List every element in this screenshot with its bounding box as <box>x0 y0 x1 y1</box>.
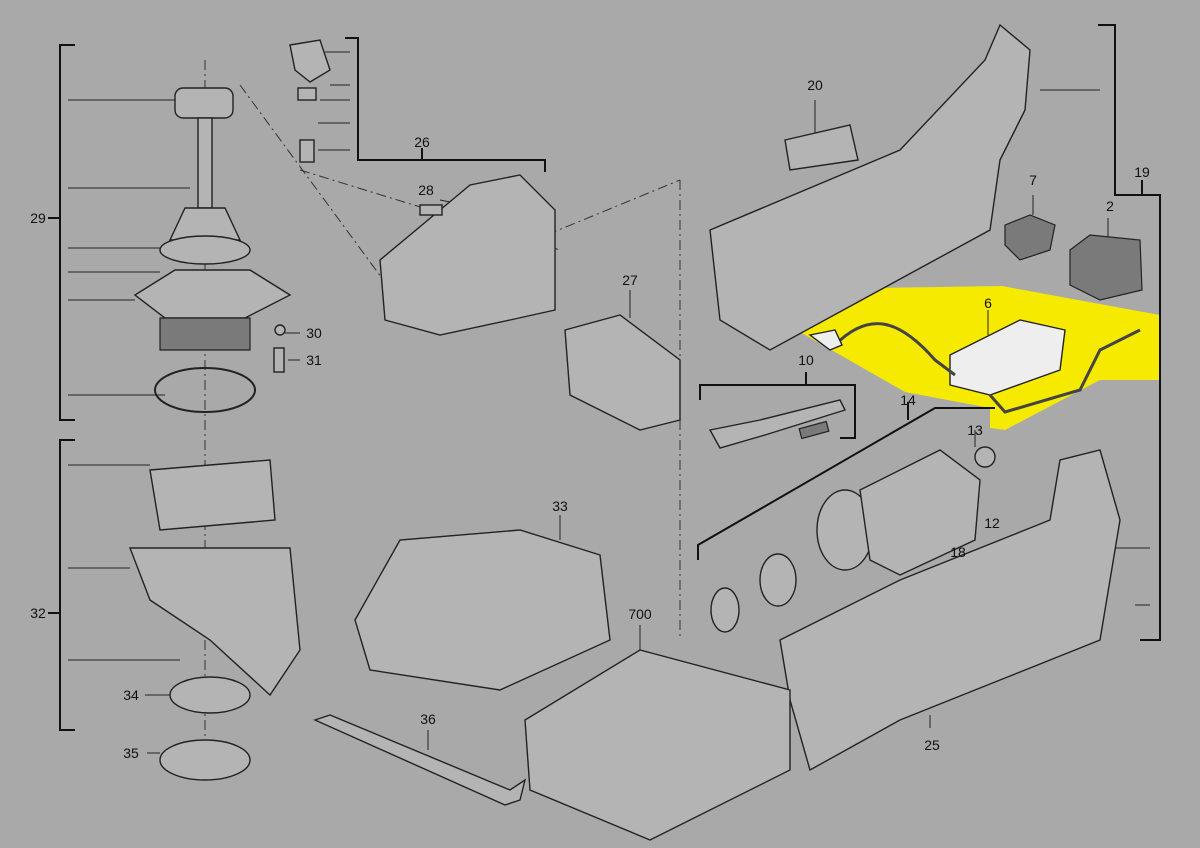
callout-2: 2 <box>1106 198 1114 214</box>
callout-25: 25 <box>924 737 940 753</box>
bracket-lines <box>48 24 1161 731</box>
part-27-armature <box>564 314 681 431</box>
part-guards <box>128 459 611 697</box>
callout-36: 36 <box>420 711 436 727</box>
part-29-spindle-assembly <box>133 87 292 413</box>
callout-14: 14 <box>900 392 916 408</box>
part-flanges <box>159 676 251 781</box>
callout-28: 28 <box>418 182 434 198</box>
part-36-wrench <box>313 714 527 806</box>
callout-700: 700 <box>628 606 652 622</box>
callout-34: 34 <box>123 687 139 703</box>
part-10-lever <box>708 399 846 449</box>
callout-13: 13 <box>967 422 983 438</box>
callout-26: 26 <box>414 134 430 150</box>
part-7-switch <box>1004 214 1056 261</box>
part-14-motor-assembly <box>710 446 996 633</box>
callout-20: 20 <box>807 77 823 93</box>
callout-31: 31 <box>306 352 322 368</box>
callout-33: 33 <box>552 498 568 514</box>
callout-27: 27 <box>622 272 638 288</box>
callout-7: 7 <box>1029 172 1037 188</box>
callout-19: 19 <box>1134 164 1150 180</box>
callout-18: 18 <box>950 544 966 560</box>
callout-29: 29 <box>30 210 46 226</box>
callout-6: 6 <box>984 295 992 311</box>
callout-35: 35 <box>123 745 139 761</box>
part-20-label <box>784 124 859 171</box>
part-6-electronics <box>808 319 1141 414</box>
part-26-gear-head <box>273 39 556 373</box>
callout-32: 32 <box>30 605 46 621</box>
part-2-block <box>1069 234 1143 301</box>
callout-10: 10 <box>798 352 814 368</box>
callout-30: 30 <box>306 325 322 341</box>
part-19-housing <box>709 23 1121 772</box>
part-700-battery <box>524 649 791 841</box>
callout-12: 12 <box>984 515 1000 531</box>
